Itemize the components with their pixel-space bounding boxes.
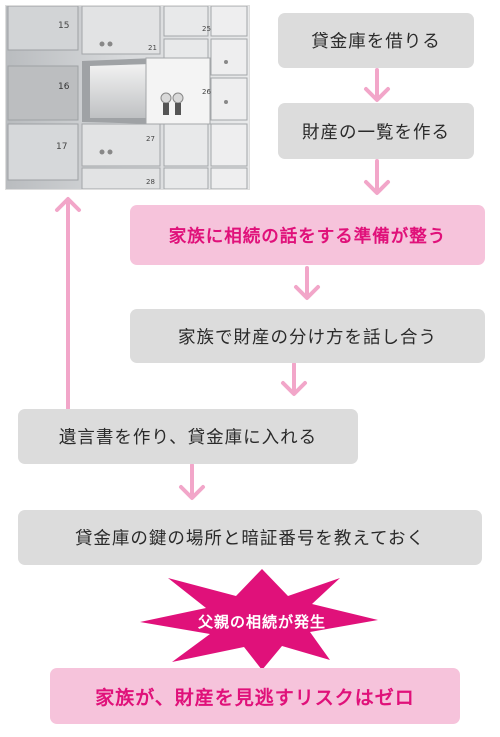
box-number: 25 [202,25,211,33]
up-arrow-icon [55,197,81,416]
box-number: 26 [202,88,211,96]
step-label: 貸金庫を借りる [311,32,441,52]
down-arrow-icon [364,159,390,195]
event-starburst: 父親の相続が発生 [140,569,378,670]
down-arrow-icon [179,463,205,500]
event-label: 父親の相続が発生 [197,613,326,631]
step-share-key-and-pin: 貸金庫の鍵の場所と暗証番号を教えておく [18,510,482,565]
box-number: 21 [148,44,157,52]
step-list-assets: 財産の一覧を作る [278,103,474,159]
box-number: 16 [58,82,70,92]
result-zero-risk: 家族が、財産を見逃すリスクはゼロ [50,668,460,724]
down-arrow-icon [294,266,320,300]
step-label: 家族で財産の分け方を話し合う [178,327,437,348]
box-number: 17 [56,142,67,152]
box-number: 15 [58,21,69,31]
safe-deposit-box-illustration: 15 21 25 16 26 17 27 28 [6,6,249,189]
step-label: 貸金庫の鍵の場所と暗証番号を教えておく [74,529,426,549]
step-label: 遺言書を作り、貸金庫に入れる [58,428,318,448]
step-label: 家族に相続の話をする準備が整う [168,226,447,247]
box-number: 27 [146,135,155,143]
step-write-will: 遺言書を作り、貸金庫に入れる [18,409,358,464]
box-number: 28 [146,178,155,186]
down-arrow-icon [281,362,307,396]
safe-deposit-box-photo: 15 21 25 16 26 17 27 28 [5,5,250,190]
down-arrow-icon [364,68,390,102]
result-label: 家族が、財産を見逃すリスクはゼロ [95,686,415,709]
step-rent-safe-box: 貸金庫を借りる [278,13,474,68]
step-label: 財産の一覧を作る [302,122,450,143]
step-discuss-division: 家族で財産の分け方を話し合う [130,309,485,363]
step-prepare-inheritance-talk: 家族に相続の話をする準備が整う [130,205,485,265]
